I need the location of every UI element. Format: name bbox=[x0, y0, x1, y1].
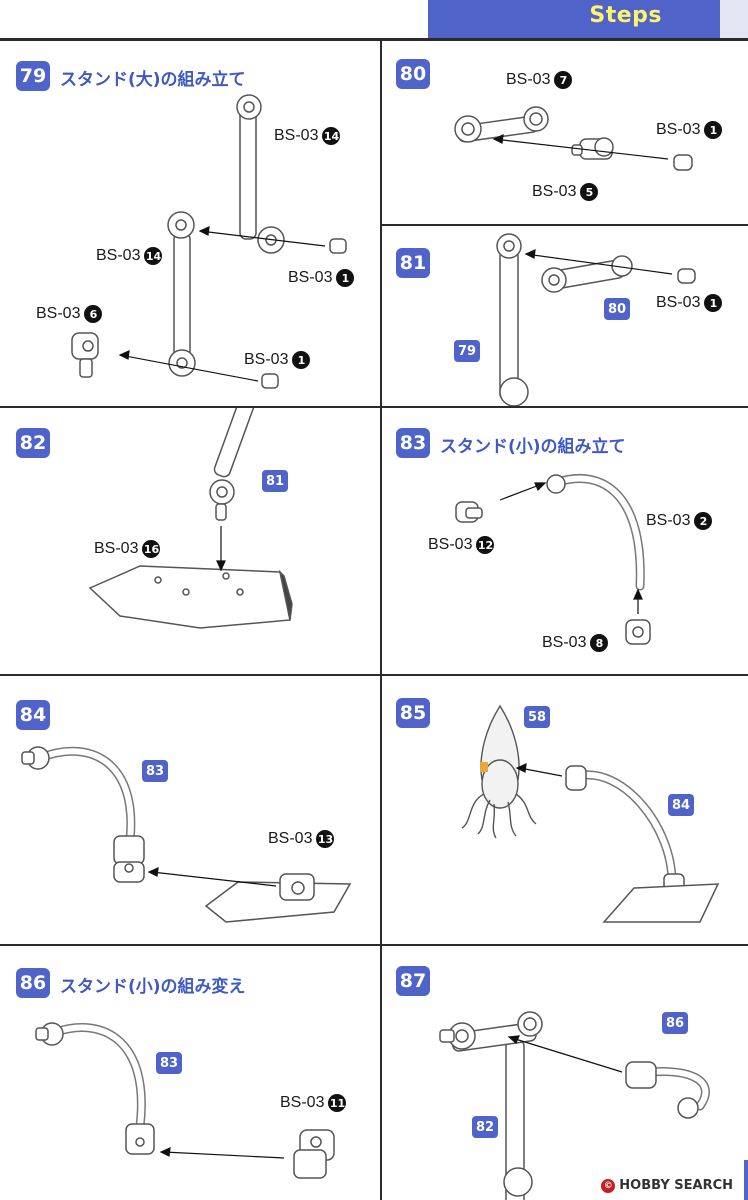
step-82-illustration bbox=[88, 408, 293, 629]
step-number: 84 bbox=[16, 700, 50, 730]
step-ref-badge: 82 bbox=[472, 1116, 498, 1138]
step-ref-badge: 81 bbox=[262, 470, 288, 492]
step-86-illustration bbox=[35, 1022, 335, 1179]
step-number: 82 bbox=[16, 428, 50, 458]
step-ref-badge: 86 bbox=[662, 1012, 688, 1034]
grid-divider-row2 bbox=[0, 674, 748, 676]
step-87-panel: 87 86 82 © HOBBY SEARCH bbox=[382, 946, 748, 1200]
step-number: 81 bbox=[396, 248, 430, 278]
grid-divider-row1 bbox=[0, 406, 748, 408]
step-79-illustration bbox=[71, 94, 347, 389]
step-ref-badge: 83 bbox=[142, 760, 168, 782]
step-83-illustration bbox=[455, 474, 651, 645]
grid-divider-row3 bbox=[0, 944, 748, 946]
step-title: スタンド(大)の組み立て bbox=[60, 70, 246, 90]
step-ref-badge: 58 bbox=[524, 706, 550, 728]
watermark-text: HOBBY SEARCH bbox=[619, 1178, 733, 1193]
step-ref-badge: 80 bbox=[604, 298, 630, 320]
step-number: 80 bbox=[396, 59, 430, 89]
step-ref-badge: 84 bbox=[668, 794, 694, 816]
step-title: スタンド(小)の組み変え bbox=[60, 977, 246, 997]
step-ref-badge: 79 bbox=[454, 340, 480, 362]
step-number: 85 bbox=[396, 698, 430, 728]
header-tab bbox=[720, 0, 748, 38]
step-80-illustration bbox=[454, 106, 693, 171]
page-edge-tab bbox=[744, 1160, 748, 1200]
header-bar: Steps bbox=[428, 0, 748, 38]
copyright-icon: © bbox=[601, 1178, 616, 1193]
step-number: 79 bbox=[16, 61, 50, 91]
step-87-illustration bbox=[439, 1011, 710, 1200]
step-85-panel: 85 58 84 bbox=[382, 676, 748, 944]
grid-divider-80-81 bbox=[380, 224, 748, 226]
step-81-illustration bbox=[496, 233, 696, 406]
grid-divider-vertical bbox=[380, 41, 382, 1200]
step-number: 83 bbox=[396, 428, 430, 458]
step-number: 86 bbox=[16, 968, 50, 998]
header-title: Steps bbox=[589, 3, 662, 28]
step-number: 87 bbox=[396, 966, 430, 996]
watermark: © HOBBY SEARCH bbox=[598, 1177, 736, 1194]
step-85-illustration bbox=[461, 704, 720, 923]
step-ref-badge: 83 bbox=[156, 1052, 182, 1074]
header-divider bbox=[0, 38, 748, 41]
step-title: スタンド(小)の組み立て bbox=[440, 437, 626, 457]
step-84-illustration bbox=[21, 746, 352, 923]
